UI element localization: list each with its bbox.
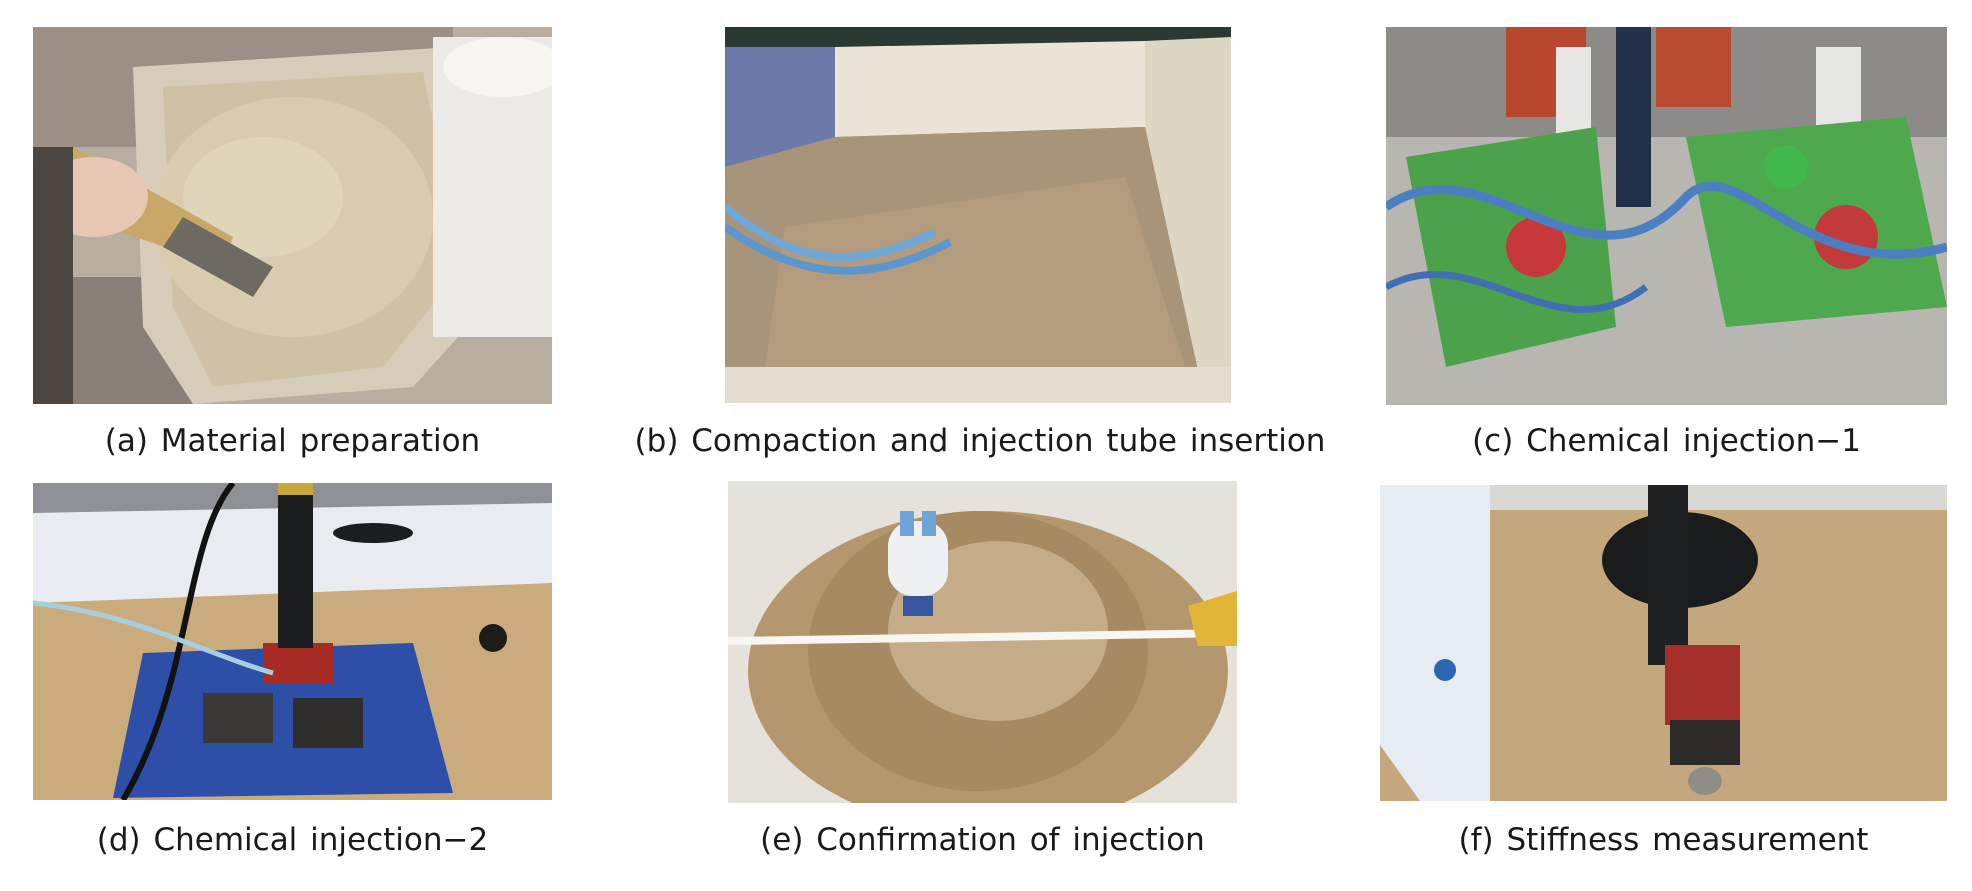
photo-confirmation-of-injection — [728, 481, 1237, 803]
photo-chemical-injection-2 — [33, 483, 552, 800]
caption-compaction-tube-insertion: (b) Compaction and injection tube insert… — [634, 423, 1326, 459]
caption-stiffness-measurement: (f) Stiffness measurement — [1458, 822, 1869, 858]
photo-compaction-tube-insertion — [725, 27, 1231, 403]
photo-chemical-injection-1 — [1386, 27, 1947, 405]
photo-stiffness-measurement — [1380, 485, 1947, 801]
caption-confirmation-of-injection: (e) Confirmation of injection — [760, 822, 1205, 858]
caption-material-preparation: (a) Material preparation — [104, 423, 481, 459]
photo-material-preparation — [33, 27, 552, 404]
caption-chemical-injection-2: (d) Chemical injection−2 — [96, 822, 489, 858]
caption-chemical-injection-1: (c) Chemical injection−1 — [1472, 423, 1861, 459]
